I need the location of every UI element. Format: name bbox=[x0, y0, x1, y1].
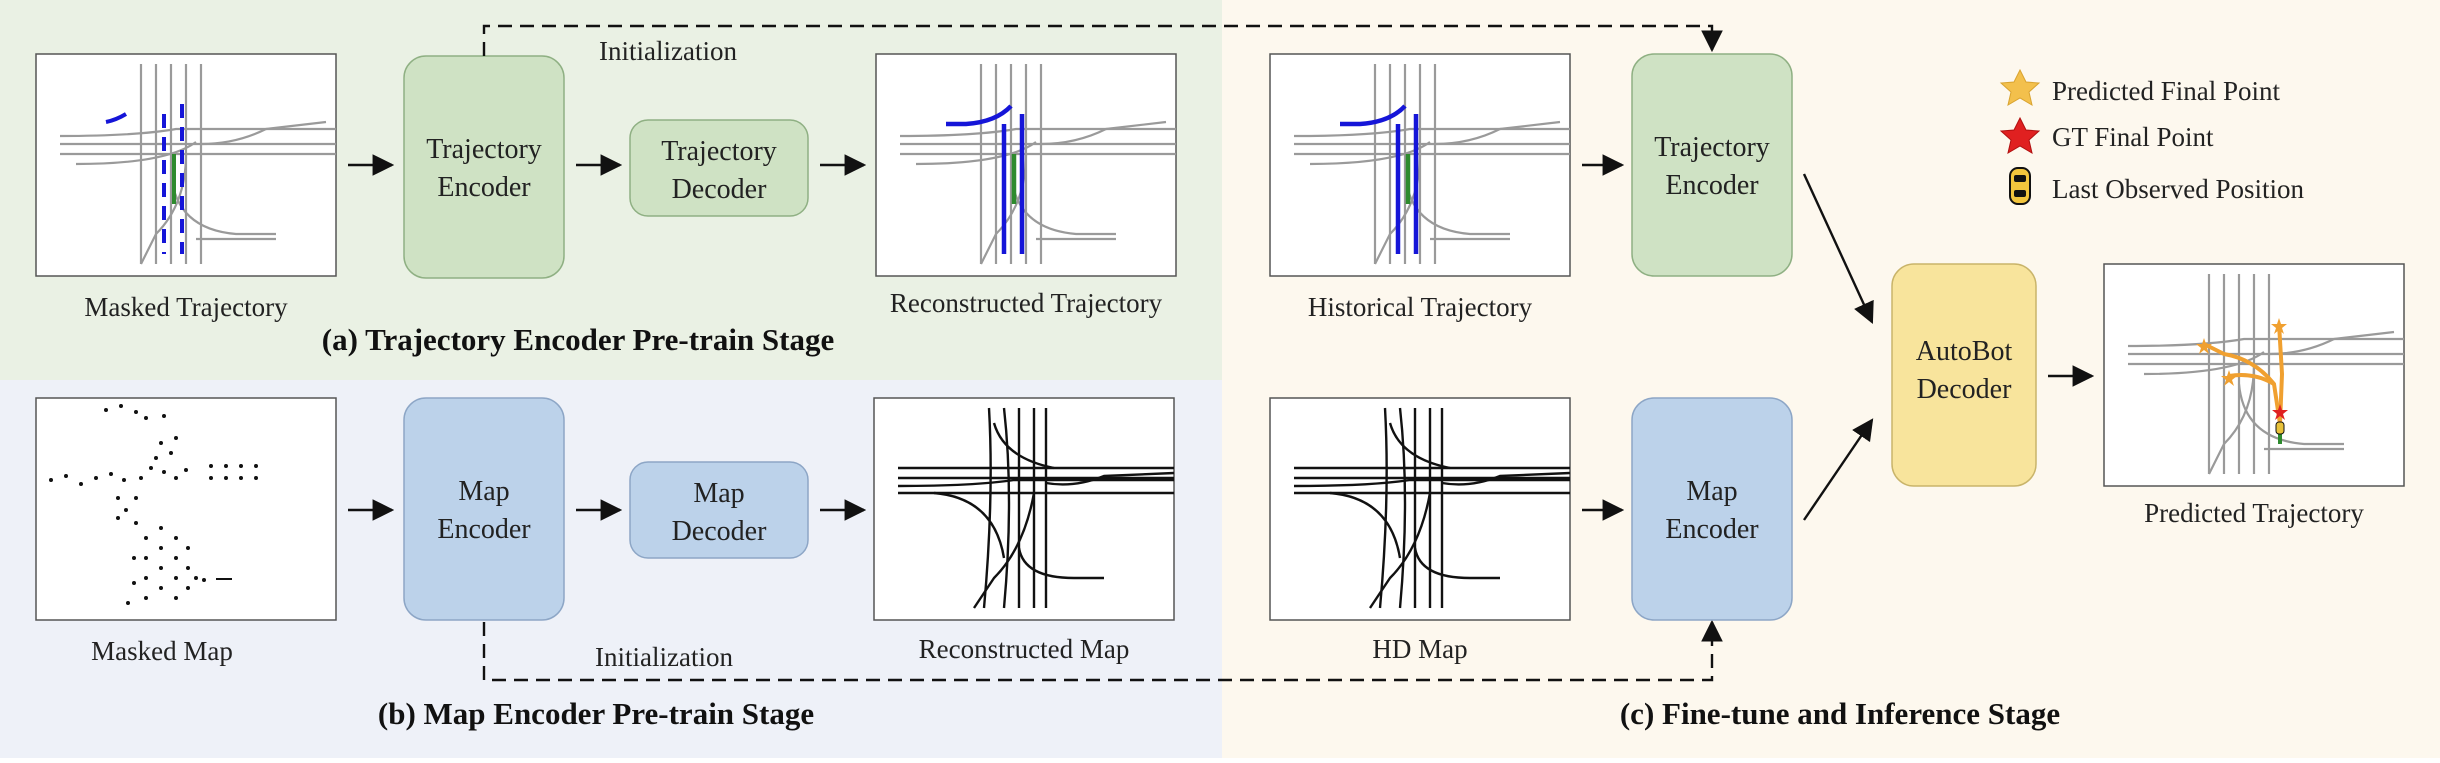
orange-star-icon bbox=[1999, 68, 2041, 107]
svg-text:Decoder: Decoder bbox=[672, 174, 768, 205]
stage-c-title: (c) Fine-tune and Inference Stage bbox=[1620, 696, 2060, 731]
map-encoder-box-c: Map Encoder bbox=[1631, 397, 1793, 621]
init-label-bottom: Initialization bbox=[595, 642, 733, 672]
init-label-top: Initialization bbox=[599, 36, 737, 66]
svg-text:Map: Map bbox=[693, 478, 744, 509]
stage-a-title: (a) Trajectory Encoder Pre-train Stage bbox=[322, 322, 835, 357]
reconstructed-trajectory-panel bbox=[875, 53, 1178, 277]
legend-label-predicted: Predicted Final Point bbox=[2052, 76, 2280, 106]
red-star-icon bbox=[1999, 116, 2041, 155]
svg-text:Trajectory: Trajectory bbox=[661, 136, 777, 167]
svg-text:Encoder: Encoder bbox=[1665, 514, 1759, 545]
legend-label-gt: GT Final Point bbox=[2052, 122, 2214, 152]
reconstructed-map-label: Reconstructed Map bbox=[919, 634, 1130, 664]
trajectory-decoder-box: Trajectory Decoder bbox=[629, 119, 809, 217]
masked-map-panel bbox=[35, 397, 337, 621]
svg-text:Trajectory: Trajectory bbox=[426, 134, 542, 165]
autobot-decoder-box: AutoBot Decoder bbox=[1891, 263, 2037, 487]
svg-text:AutoBot: AutoBot bbox=[1916, 336, 2013, 367]
svg-text:Encoder: Encoder bbox=[1665, 170, 1759, 201]
svg-text:Map: Map bbox=[1686, 476, 1737, 507]
stage-b-title: (b) Map Encoder Pre-train Stage bbox=[378, 696, 814, 731]
svg-text:Encoder: Encoder bbox=[437, 514, 531, 545]
reconstructed-trajectory-label: Reconstructed Trajectory bbox=[890, 288, 1163, 318]
svg-text:Trajectory: Trajectory bbox=[1654, 132, 1770, 163]
map-encoder-box-b: Map Encoder bbox=[403, 397, 565, 621]
svg-text:Map: Map bbox=[458, 476, 509, 507]
masked-map-points bbox=[49, 404, 258, 605]
predicted-trajectory-label: Predicted Trajectory bbox=[2144, 498, 2364, 528]
legend-label-last-observed: Last Observed Position bbox=[2052, 174, 2304, 204]
predicted-trajectory-panel bbox=[2103, 263, 2406, 487]
hd-map-panel bbox=[1269, 397, 1572, 621]
masked-map-label: Masked Map bbox=[91, 636, 233, 666]
trajectory-encoder-box-a: Trajectory Encoder bbox=[403, 55, 565, 279]
historical-trajectory-label: Historical Trajectory bbox=[1308, 292, 1533, 322]
masked-trajectory-panel bbox=[35, 53, 338, 277]
reconstructed-map-panel bbox=[873, 397, 1176, 621]
map-decoder-box: Map Decoder bbox=[629, 461, 809, 559]
car-icon bbox=[2009, 167, 2031, 205]
trajectory-encoder-box-c: Trajectory Encoder bbox=[1631, 53, 1793, 277]
hd-map-label: HD Map bbox=[1372, 634, 1467, 664]
masked-trajectory-label: Masked Trajectory bbox=[84, 292, 288, 322]
svg-text:Encoder: Encoder bbox=[437, 172, 531, 203]
legend: Predicted Final Point GT Final Point Las… bbox=[1999, 68, 2304, 205]
historical-trajectory-panel bbox=[1269, 53, 1572, 277]
svg-text:Decoder: Decoder bbox=[672, 516, 768, 547]
svg-text:Decoder: Decoder bbox=[1917, 374, 2013, 405]
